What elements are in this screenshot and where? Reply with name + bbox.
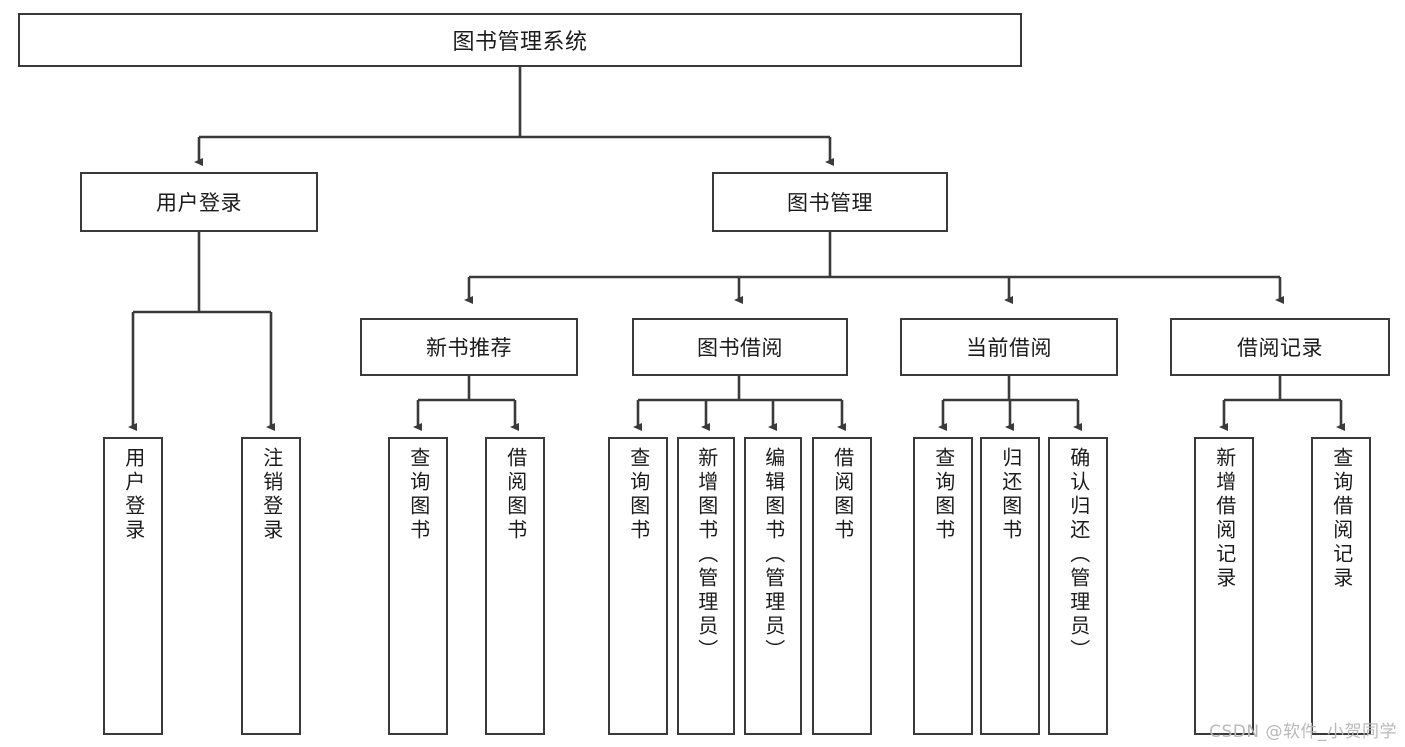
- leaf-borrow-book-2[interactable]: 借阅图书: [812, 437, 872, 735]
- leaf-edit-book[interactable]: 编辑图书（管理员）: [744, 437, 802, 735]
- node-label: 图书管理: [787, 191, 873, 215]
- node-current-borrow[interactable]: 当前借阅: [900, 318, 1118, 376]
- leaf-query-book-2[interactable]: 查询图书: [608, 437, 668, 735]
- node-label: 借阅记录: [1237, 336, 1323, 360]
- leaf-user-login[interactable]: 用户登录: [103, 437, 163, 735]
- node-label: 当前借阅: [966, 336, 1052, 360]
- node-label: 确认归还（管理员）: [1066, 447, 1091, 663]
- leaf-query-record[interactable]: 查询借阅记录: [1311, 437, 1371, 735]
- node-label: 图书管理系统: [452, 30, 588, 55]
- node-label: 图书借阅: [697, 336, 783, 360]
- node-label: 查询图书: [626, 447, 651, 543]
- node-label: 归还图书: [998, 447, 1023, 543]
- leaf-add-book[interactable]: 新增图书（管理员）: [677, 437, 735, 735]
- leaf-query-book-3[interactable]: 查询图书: [913, 437, 973, 735]
- leaf-confirm-return[interactable]: 确认归还（管理员）: [1048, 437, 1108, 735]
- node-label: 查询图书: [406, 447, 431, 543]
- node-new-book-recommend[interactable]: 新书推荐: [360, 318, 578, 376]
- watermark: CSDN @软件_小贺同学: [1209, 722, 1397, 742]
- node-label: 用户登录: [156, 191, 242, 215]
- node-book-borrow[interactable]: 图书借阅: [632, 318, 848, 376]
- node-label: 注销登录: [259, 447, 284, 543]
- node-label: 新增借阅记录: [1212, 447, 1237, 591]
- node-root-system[interactable]: 图书管理系统: [18, 13, 1022, 67]
- leaf-query-book-1[interactable]: 查询图书: [388, 437, 448, 735]
- node-label: 新增图书（管理员）: [694, 447, 719, 663]
- node-label: 借阅图书: [503, 447, 528, 543]
- node-label: 查询图书: [931, 447, 956, 543]
- node-label: 新书推荐: [426, 336, 512, 360]
- node-label: 编辑图书（管理员）: [761, 447, 786, 663]
- node-label: 用户登录: [121, 447, 146, 543]
- leaf-add-record[interactable]: 新增借阅记录: [1194, 437, 1254, 735]
- node-book-manage[interactable]: 图书管理: [712, 172, 948, 232]
- node-borrow-record[interactable]: 借阅记录: [1170, 318, 1390, 376]
- node-user-login[interactable]: 用户登录: [80, 172, 318, 232]
- leaf-return-book[interactable]: 归还图书: [980, 437, 1040, 735]
- leaf-borrow-book-1[interactable]: 借阅图书: [485, 437, 545, 735]
- leaf-user-logout[interactable]: 注销登录: [241, 437, 301, 735]
- node-label: 借阅图书: [830, 447, 855, 543]
- node-label: 查询借阅记录: [1329, 447, 1354, 591]
